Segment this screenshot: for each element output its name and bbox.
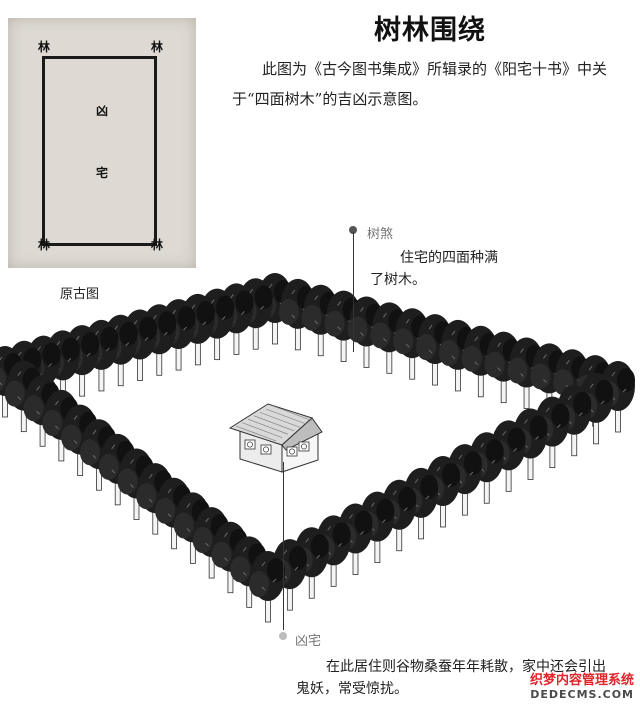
xiongzhai-label-text: 在此居住则谷物桑蚕年年耗散，家中还会引出鬼妖，常受惊扰。: [296, 659, 606, 697]
plan-corner-char-top-left: 林: [38, 40, 51, 54]
shusha-marker-dot: [349, 226, 357, 234]
page-title: 树林围绕: [374, 15, 486, 46]
tree: [370, 302, 407, 374]
plan-corner-char-top-right: 林: [151, 40, 164, 54]
xiongzhai-label-title: 凶宅: [295, 634, 322, 649]
shusha-label-title: 树煞: [367, 227, 394, 242]
plan-caption: 原古图: [60, 287, 100, 302]
tree: [249, 551, 285, 623]
house-illustration: [228, 403, 323, 473]
plan-corner-char-bottom-left: 林: [38, 238, 51, 252]
watermark-cn: 织梦内容管理系统: [529, 673, 634, 688]
shusha-leader-line: [353, 232, 354, 352]
tree-ring: [0, 273, 635, 623]
watermark-en: DEDECMS.COM: [530, 688, 634, 701]
xiongzhai-leader-line: [283, 462, 284, 630]
ancient-plan-image: 林 林 林 林 凶 宅: [8, 18, 196, 268]
plan-center-char-xiong: 凶: [96, 104, 109, 118]
site-watermark: 织梦内容管理系统 DEDECMS.COM: [530, 669, 634, 701]
plan-house-border: [42, 56, 157, 246]
plan-center-char-zhai: 宅: [96, 166, 109, 180]
plan-corner-char-bottom-right: 林: [151, 238, 164, 252]
xiongzhai-marker-dot: [279, 632, 287, 640]
description-text: 此图为《古今图书集成》所辑录的《阳宅十书》中关于“四面树木”的吉凶示意图。: [232, 60, 608, 108]
tree: [79, 419, 116, 491]
shusha-label-text: 住宅的四面种满了树木。: [370, 250, 498, 288]
